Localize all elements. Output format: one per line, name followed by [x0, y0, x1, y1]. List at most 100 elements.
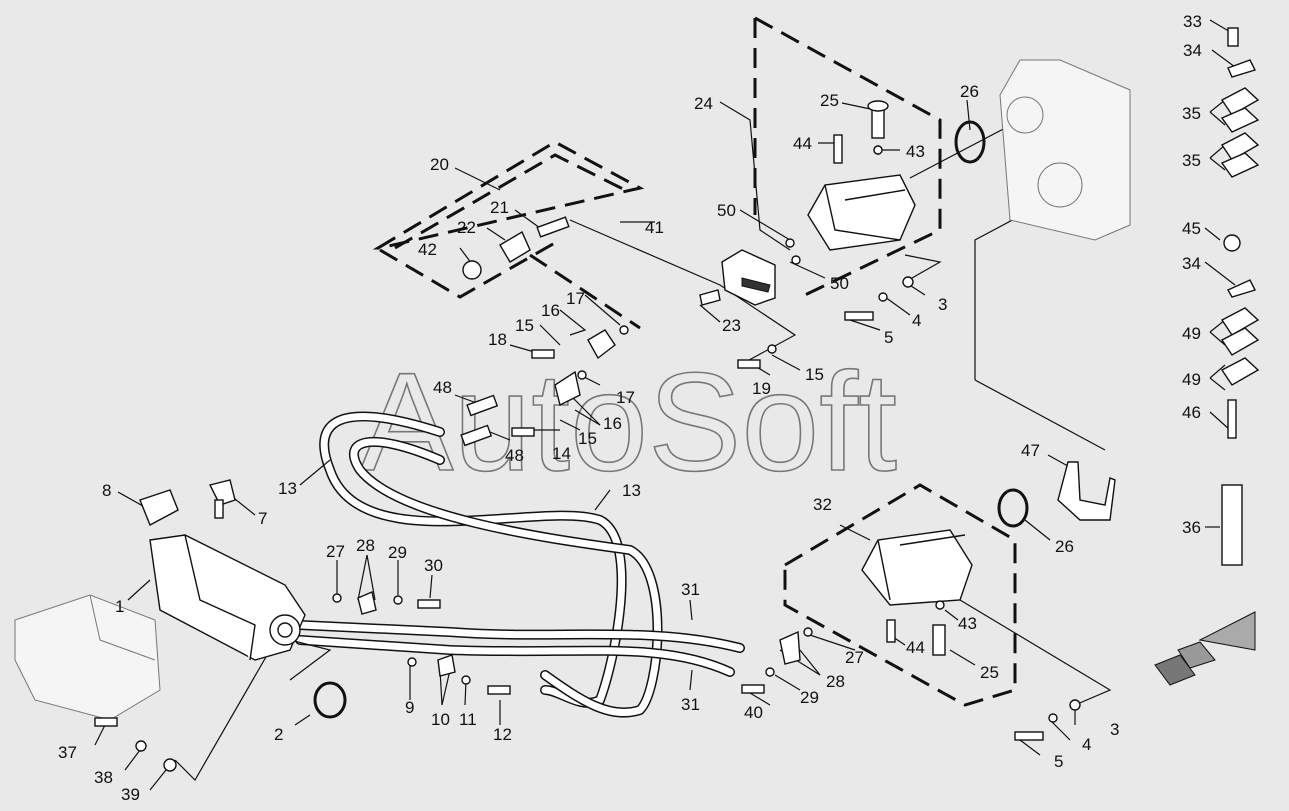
clamp-35c — [1220, 132, 1260, 161]
callout-50: 50 — [830, 274, 849, 293]
callout-28: 28 — [826, 672, 845, 691]
callout-42: 42 — [418, 240, 437, 259]
callout-46: 46 — [1182, 403, 1201, 422]
callout-19: 19 — [752, 379, 771, 398]
valve-25 — [871, 107, 885, 139]
callout-4: 4 — [1082, 735, 1091, 754]
bolt-14 — [511, 427, 535, 437]
callout-25: 25 — [980, 663, 999, 682]
callout-2: 2 — [274, 725, 283, 744]
callout-24: 24 — [694, 94, 713, 113]
callout-23: 23 — [722, 316, 741, 335]
callout-10: 10 — [431, 710, 450, 729]
callout-26: 26 — [960, 82, 979, 101]
nut-42 — [462, 260, 482, 280]
callout-43: 43 — [906, 142, 925, 161]
group-41-boundary — [529, 253, 641, 330]
callout-7: 7 — [258, 509, 267, 528]
callout-35: 35 — [1182, 151, 1201, 170]
engine-block — [14, 594, 161, 721]
washer-3 — [902, 276, 914, 288]
bolt-46 — [1227, 399, 1237, 439]
callout-5: 5 — [1054, 752, 1063, 771]
callout-28: 28 — [356, 536, 375, 555]
callout-34: 34 — [1183, 41, 1202, 60]
callout-3: 3 — [938, 295, 947, 314]
washer-11 — [461, 675, 471, 685]
bracket-47 — [1057, 461, 1116, 521]
callout-31: 31 — [681, 695, 700, 714]
washer-9 — [407, 657, 417, 667]
callout-50: 50 — [717, 201, 736, 220]
bolt-30 — [417, 599, 441, 609]
washer-4-lower — [1048, 713, 1058, 723]
callout-38: 38 — [94, 768, 113, 787]
fitting-7 — [208, 479, 236, 506]
callout-29: 29 — [800, 688, 819, 707]
callout-41: 41 — [645, 218, 664, 237]
sensor-44-lower — [886, 619, 896, 643]
callout-40: 40 — [744, 703, 763, 722]
washer-27 — [332, 593, 342, 603]
callout-27: 27 — [845, 648, 864, 667]
callout-34: 34 — [1182, 254, 1201, 273]
group-24-boundary — [754, 16, 942, 297]
callout-14: 14 — [552, 444, 571, 463]
callout-8: 8 — [102, 481, 111, 500]
callout-30: 30 — [424, 556, 443, 575]
sleeve-36 — [1221, 484, 1243, 566]
callout-17: 17 — [566, 289, 585, 308]
callout-17: 17 — [616, 388, 635, 407]
bolt-5 — [844, 311, 874, 321]
callout-44: 44 — [906, 638, 925, 657]
fitting-48-upper — [466, 394, 499, 417]
callout-49: 49 — [1182, 324, 1201, 343]
clamp-35b — [1220, 107, 1260, 133]
nut-45 — [1223, 234, 1241, 252]
valve-25-lower — [932, 624, 946, 656]
callout-26: 26 — [1055, 537, 1074, 556]
o-ring-26-top — [954, 120, 986, 164]
clamp-10 — [437, 654, 456, 677]
callout-27: 27 — [326, 542, 345, 561]
plate-34b — [1227, 279, 1256, 298]
callout-21: 21 — [490, 198, 509, 217]
callout-4: 4 — [912, 311, 921, 330]
callouts: 1 2 3 3 4 4 5 5 7 8 9 10 11 12 13 13 14 … — [58, 12, 1202, 804]
group-boundaries — [372, 16, 1017, 707]
bolt-33 — [1227, 27, 1239, 47]
callout-13: 13 — [278, 479, 297, 498]
callout-1: 1 — [115, 597, 124, 616]
callout-47: 47 — [1021, 441, 1040, 460]
callout-48: 48 — [505, 446, 524, 465]
washer-29 — [393, 595, 403, 605]
callout-15: 15 — [515, 316, 534, 335]
callout-48: 48 — [433, 378, 452, 397]
callout-44: 44 — [793, 134, 812, 153]
callout-45: 45 — [1182, 219, 1201, 238]
bolt-18 — [531, 349, 555, 359]
callout-16: 16 — [541, 301, 560, 320]
bolt-37 — [94, 717, 118, 727]
parts — [14, 27, 1260, 772]
washer-17 — [619, 325, 629, 335]
washer-39 — [163, 758, 177, 772]
callout-12: 12 — [493, 725, 512, 744]
washer-43-lower — [935, 600, 945, 610]
direction-arrow-icon — [1154, 611, 1256, 686]
manifold-block — [721, 249, 776, 306]
bolt-5-lower — [1014, 731, 1044, 741]
callout-15: 15 — [578, 429, 597, 448]
washer-50b — [791, 255, 801, 265]
callout-18: 18 — [488, 330, 507, 349]
o-ring-26-bottom — [997, 488, 1029, 528]
washer-43 — [873, 145, 883, 155]
callout-5: 5 — [884, 328, 893, 347]
washer-17b — [577, 370, 587, 380]
callout-9: 9 — [405, 698, 414, 717]
o-ring-2 — [313, 681, 347, 719]
gearbox — [999, 59, 1131, 241]
washer-4 — [878, 292, 888, 302]
callout-13: 13 — [622, 481, 641, 500]
